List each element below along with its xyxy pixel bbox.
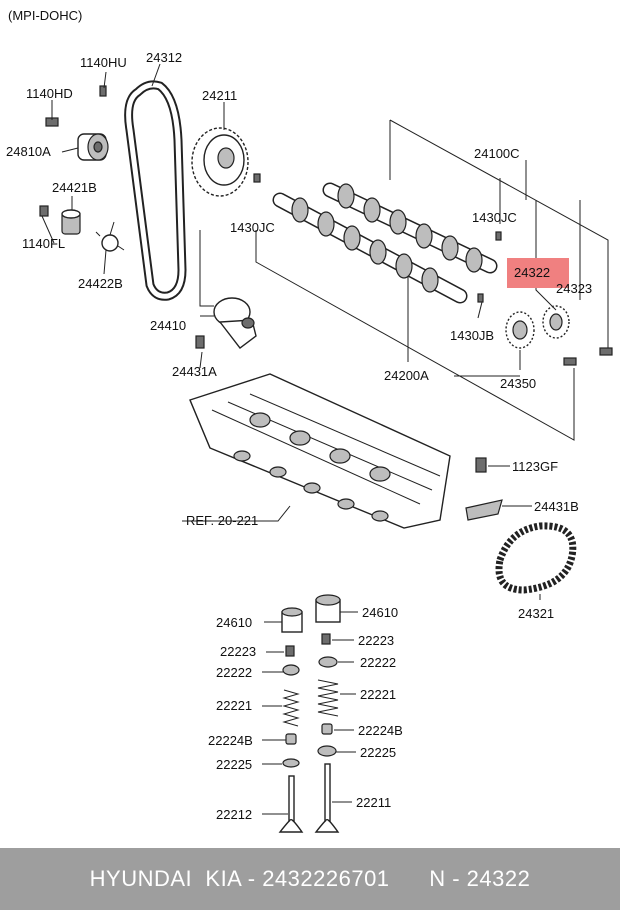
label-24322: 24322 xyxy=(514,265,550,280)
seats-22225 xyxy=(282,745,337,768)
valve-22211 xyxy=(314,763,340,833)
chain-guide-24431B xyxy=(465,499,503,521)
label-24211: 24211 xyxy=(202,88,237,103)
label-22222-left: 22222 xyxy=(216,665,252,680)
bolt-1140FL xyxy=(39,205,49,217)
bolts-24323 xyxy=(563,347,613,366)
label-24410: 24410 xyxy=(150,318,186,333)
leader-lines xyxy=(41,63,609,815)
cam-sprocket-24322 xyxy=(542,305,570,339)
label-22223-right: 22223 xyxy=(358,633,394,648)
label-1430JC-right: 1430JC xyxy=(472,210,517,225)
springs-22221 xyxy=(282,679,339,727)
label-24100C: 24100C xyxy=(474,146,520,161)
label-22224B-right: 22224B xyxy=(358,723,403,738)
highlight-24322 xyxy=(507,258,569,288)
stud-24421B xyxy=(61,209,81,235)
camshaft-24100C xyxy=(322,182,498,274)
valve-22212 xyxy=(278,775,304,833)
label-24323: 24323 xyxy=(556,281,592,296)
label-22225-left: 22225 xyxy=(216,757,252,772)
bolt-1123GF xyxy=(475,457,487,473)
seals-22224B xyxy=(285,723,333,745)
label-1140HD: 1140HD xyxy=(26,86,73,101)
label-24421B: 24421B xyxy=(52,180,97,195)
label-24610-left: 24610 xyxy=(216,615,252,630)
bolt-24431A xyxy=(195,335,205,349)
retainers-22222 xyxy=(282,656,338,676)
label-24431B: 24431B xyxy=(534,499,579,514)
label-24422B: 24422B xyxy=(78,276,123,291)
tappet-24610-right xyxy=(315,594,341,623)
label-22222-right: 22222 xyxy=(360,655,396,670)
label-24810A: 24810A xyxy=(6,144,51,159)
pin-1430JC xyxy=(253,173,502,241)
label-22211: 22211 xyxy=(356,795,391,810)
label-24350: 24350 xyxy=(500,376,536,391)
label-22221-left: 22221 xyxy=(216,698,252,713)
label-22225-right: 22225 xyxy=(360,745,396,760)
label-22212: 22212 xyxy=(216,807,252,822)
label-22223-left: 22223 xyxy=(220,644,256,659)
parts-diagram: (MPI-DOHC) xyxy=(6,8,613,833)
timing-belt-24312 xyxy=(124,80,187,301)
bolt-1140HU xyxy=(99,85,107,97)
label-24321: 24321 xyxy=(518,606,554,621)
footer-part-number: HYUNDAI KIA - 2432226701 N - 24322 xyxy=(89,866,531,891)
idler-pulley-24810A xyxy=(77,133,109,161)
label-1430JB: 1430JB xyxy=(450,328,494,343)
cylinder-head xyxy=(189,373,451,529)
ref-label: REF. 20-221 xyxy=(186,513,258,528)
label-1430JC-left: 1430JC xyxy=(230,220,275,235)
label-24431A: 24431A xyxy=(172,364,217,379)
cam-sprocket-24211 xyxy=(191,127,249,197)
keys-22223 xyxy=(285,633,331,657)
label-24610-right: 24610 xyxy=(362,605,398,620)
label-22224B-left: 22224B xyxy=(208,733,253,748)
tappet-24610-left xyxy=(281,607,303,633)
label-1140FL: 1140FL xyxy=(22,236,65,251)
label-1140HU: 1140HU xyxy=(80,55,127,70)
label-24312: 24312 xyxy=(146,50,182,65)
diagram-title: (MPI-DOHC) xyxy=(8,8,82,23)
tensioner-24410 xyxy=(213,297,257,349)
label-1123GF: 1123GF xyxy=(512,459,558,474)
timing-chain-24321 xyxy=(495,522,577,594)
camshaft-24200A xyxy=(272,192,468,304)
footer-bar: HYUNDAI KIA - 2432226701 N - 24322 xyxy=(0,848,620,910)
label-24200A: 24200A xyxy=(384,368,429,383)
cam-sprocket-24350 xyxy=(505,311,535,349)
label-22221-right: 22221 xyxy=(360,687,396,702)
spring-24422B xyxy=(95,221,125,252)
pin-1430JB xyxy=(477,293,484,303)
